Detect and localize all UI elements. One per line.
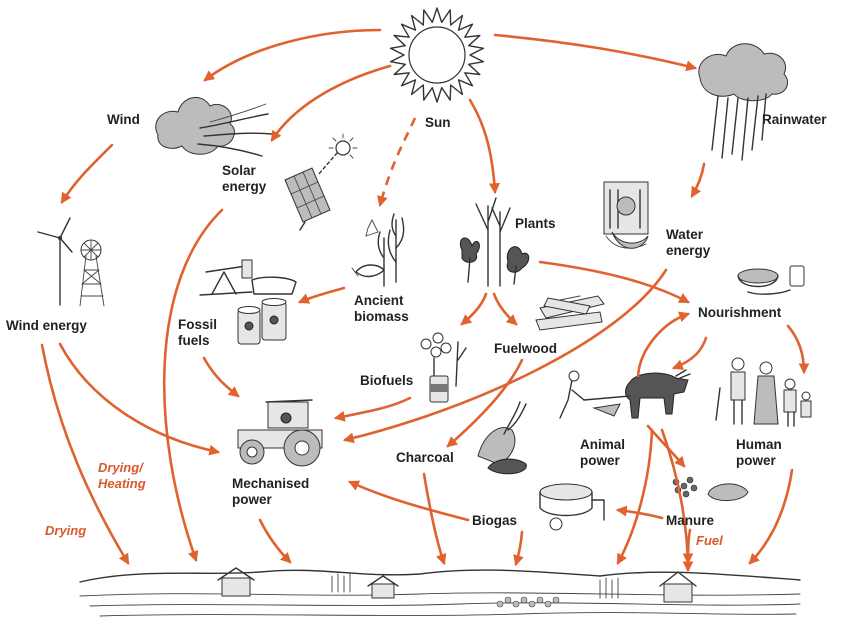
water-mill-icon: [603, 181, 649, 249]
label-rainwater: Rainwater: [762, 112, 827, 127]
label-biofuels: Biofuels: [360, 373, 413, 388]
flow-annotations: Drying/ Heating Drying Fuel: [45, 460, 723, 548]
arrow-wind-energy-to-mechanised: [58, 342, 221, 456]
arrow-rainwater-to-water-energy: [690, 162, 706, 198]
arrow-fuelwood-to-charcoal: [446, 358, 524, 448]
label-wind: Wind: [107, 112, 140, 127]
rain-cloud-icon: [698, 43, 788, 161]
arrow-plants-to-fuelwood: [492, 292, 518, 326]
arrow-sun-to-wind: [203, 28, 382, 82]
arrow-water-energy-to-mechanised: [342, 268, 668, 444]
arrow-animal-to-bottom: [616, 428, 654, 565]
arrow-solar-to-bottom: [162, 208, 224, 563]
arrow-animal-to-nourishment: [636, 311, 691, 378]
wind-cloud-icon: [155, 97, 273, 157]
label-animal-power: Animal power: [580, 437, 629, 468]
label-charcoal: Charcoal: [396, 450, 454, 465]
tractor-icon: [237, 399, 323, 467]
arrow-nourishment-to-animal: [671, 336, 708, 370]
label-fuelwood: Fuelwood: [494, 341, 557, 356]
arrow-animal-to-manure: [646, 424, 686, 468]
flow-arrows: [40, 28, 810, 573]
annotation-fuel: Fuel: [696, 533, 723, 548]
food-bowl-icon: [737, 265, 805, 295]
arrow-plants-to-nourishment: [538, 260, 690, 304]
label-sun: Sun: [425, 115, 451, 130]
label-ancient-biomass: Ancient biomass: [354, 293, 409, 324]
arrow-wind-energy-to-bottom: [40, 343, 130, 565]
arrow-biogas-to-bottom: [513, 530, 524, 567]
arrow-fossil-fuels-to-mechanised: [202, 356, 240, 398]
arrow-manure-to-bottom: [682, 528, 694, 565]
label-solar-energy: Solar energy: [222, 163, 267, 194]
biofuels-icon: [420, 332, 467, 403]
fossil-fuel-barrels-icon: [237, 298, 287, 345]
label-nourishment: Nourishment: [698, 305, 782, 320]
arrow-biogas-to-mechanised: [348, 480, 470, 522]
solar-panel-icon: [284, 133, 358, 231]
arrow-human-to-bottom: [748, 468, 794, 565]
label-fossil-fuels: Fossil fuels: [178, 317, 221, 348]
arrow-sun-to-solar: [270, 64, 392, 142]
charcoal-icon: [477, 401, 527, 475]
plants-icon: [459, 197, 530, 287]
arrow-nourishment-to-human: [786, 324, 810, 375]
ancient-biomass-icon: [351, 213, 405, 287]
arrow-plants-to-biofuels: [460, 292, 488, 326]
arrow-wind-to-wind-energy: [60, 143, 114, 204]
annotation-drying: Drying: [45, 523, 86, 538]
annotation-drying-heating: Drying/ Heating: [98, 460, 146, 491]
label-water-energy: Water energy: [666, 227, 711, 258]
arrow-charcoal-to-bottom: [422, 472, 447, 566]
sun-icon: [389, 7, 485, 103]
arrow-sun-to-ancient-biomass: [377, 117, 417, 208]
oil-pump-icon: [199, 259, 297, 296]
node-labels: Sun Wind Rainwater Solar energy Plants W…: [6, 112, 827, 528]
arrow-sun-to-rainwater: [493, 33, 698, 72]
biogas-digester-icon: [539, 483, 605, 531]
label-wind-energy: Wind energy: [6, 318, 87, 333]
arrow-mechanised-to-bottom: [258, 518, 292, 564]
label-human-power: Human power: [736, 437, 786, 468]
label-mechanised-power: Mechanised power: [232, 476, 313, 507]
manure-icon: [672, 476, 749, 501]
arrow-biofuels-to-mechanised: [333, 396, 412, 422]
landscape-icon: [79, 567, 801, 617]
label-manure: Manure: [666, 513, 715, 528]
label-plants: Plants: [515, 216, 556, 231]
label-biogas: Biogas: [472, 513, 517, 528]
arrow-ancient-biomass-to-fossil-fuels: [297, 286, 346, 304]
fuelwood-icon: [535, 295, 605, 331]
wind-turbine-icon: [37, 217, 105, 307]
arrow-manure-to-biogas: [615, 505, 664, 520]
oxen-plough-icon: [559, 369, 691, 419]
arrow-sun-to-plants: [468, 98, 500, 195]
arrow-animal-to-manure-bottom: [660, 428, 694, 573]
people-icon: [715, 357, 812, 427]
